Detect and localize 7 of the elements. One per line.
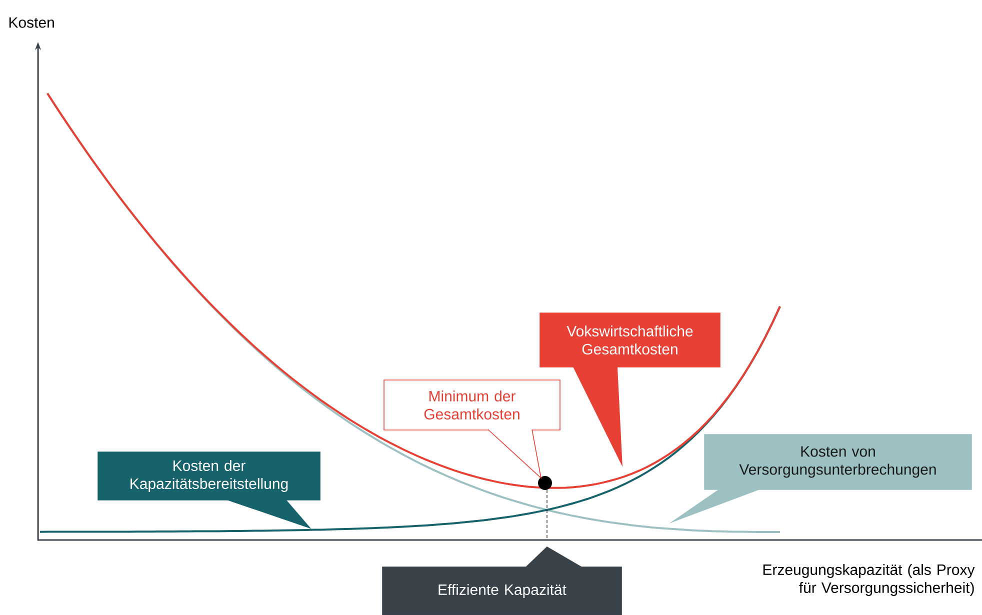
callout-box: Minimum der Gesamtkosten (384, 380, 560, 480)
callout-box: Vokswirtschaftliche Gesamtkosten (540, 312, 720, 467)
axis-label: Erzeugungskapazität (als Proxy für Versorgungssicherheit) (763, 564, 975, 596)
callout-box: Kosten der Kapazitätsbereitstellung (98, 452, 320, 529)
callout-box: Kosten von Versorgungsunterbrechungen (669, 434, 972, 524)
callout-box: Effiziente Kapazität (382, 546, 622, 615)
axis-label: Kosten (9, 17, 54, 28)
